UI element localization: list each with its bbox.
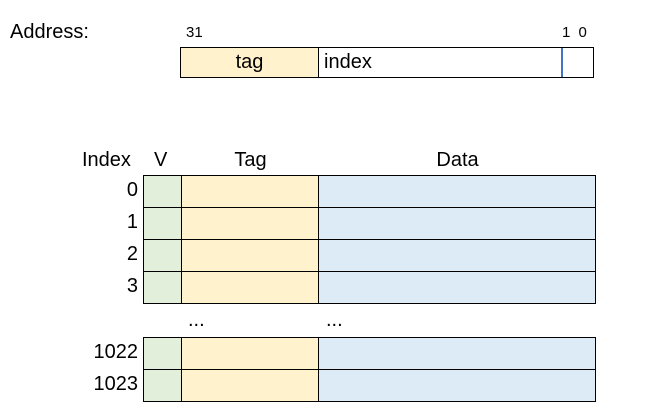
valid-cell xyxy=(143,337,183,370)
address-bar: tag index xyxy=(180,47,594,78)
header-valid: V xyxy=(154,149,168,171)
header-tag: Tag xyxy=(234,149,267,171)
address-label: Address: xyxy=(10,21,89,43)
data-cell xyxy=(318,239,596,272)
valid-cell xyxy=(143,369,183,402)
row-index-label: 2 xyxy=(126,243,138,265)
tag-cell xyxy=(181,337,320,370)
valid-cell xyxy=(143,207,183,240)
row-index-label: 1 xyxy=(126,211,138,233)
data-cell xyxy=(318,207,596,240)
tag-cell xyxy=(181,271,320,304)
data-cell xyxy=(318,369,596,402)
data-cell xyxy=(318,337,596,370)
valid-cell xyxy=(143,271,183,304)
address-offset-field xyxy=(563,48,593,77)
data-ellipsis: ... xyxy=(326,309,343,331)
address-tag-field: tag xyxy=(181,48,319,77)
row-index-label: 0 xyxy=(126,179,138,201)
tag-ellipsis: ... xyxy=(188,309,205,331)
row-index-label: 3 xyxy=(126,275,138,297)
header-index: Index xyxy=(82,149,131,171)
data-cell xyxy=(318,175,596,208)
tag-cell xyxy=(181,207,320,240)
address-lsb-bits: 1 0 xyxy=(562,24,589,41)
cache-block-bottom xyxy=(143,337,596,402)
address-msb-bit: 31 xyxy=(186,24,203,41)
tag-cell xyxy=(181,175,320,208)
cache-block-top xyxy=(143,175,596,304)
header-data: Data xyxy=(436,149,479,171)
valid-cell xyxy=(143,239,183,272)
tag-cell xyxy=(181,369,320,402)
row-index-label: 1023 xyxy=(93,373,139,395)
data-cell xyxy=(318,271,596,304)
address-index-field: index xyxy=(319,48,563,77)
tag-cell xyxy=(181,239,320,272)
row-index-label: 1022 xyxy=(93,341,139,363)
valid-cell xyxy=(143,175,183,208)
